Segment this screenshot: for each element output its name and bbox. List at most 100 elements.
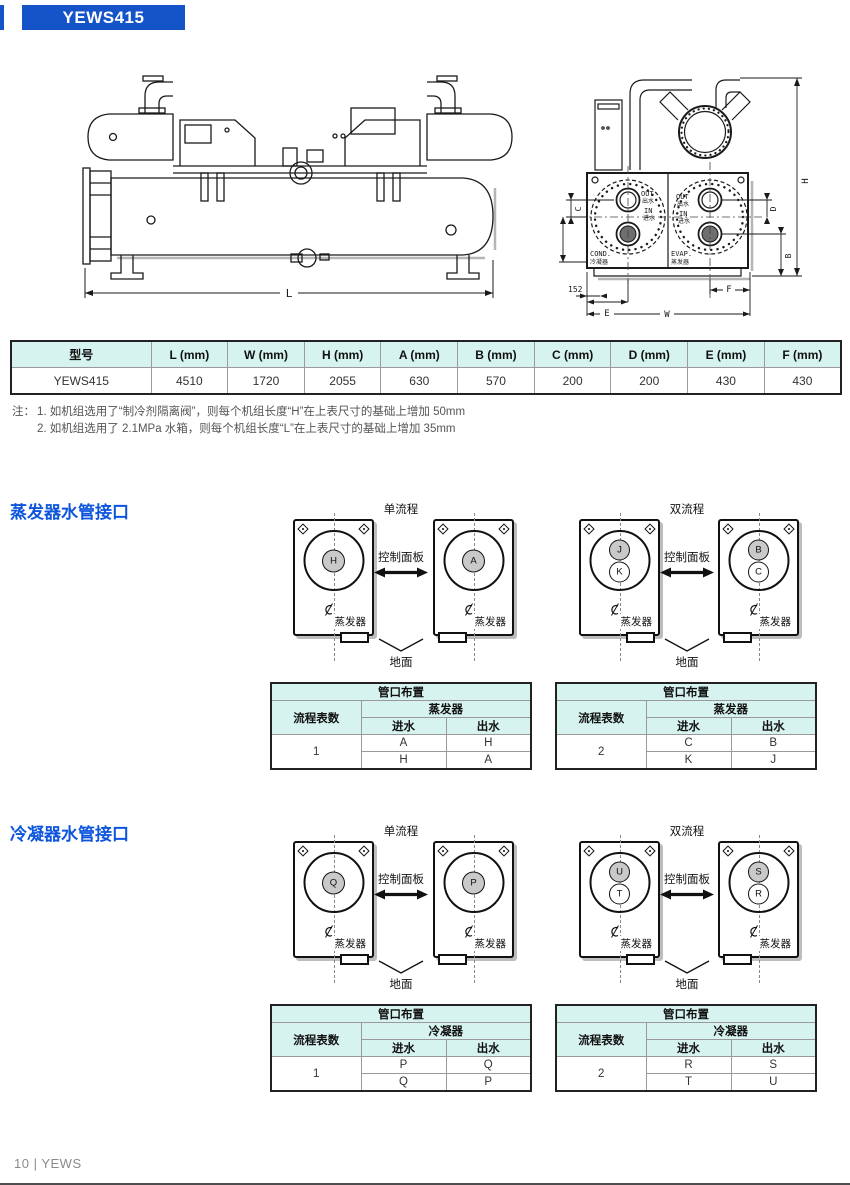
- corner-bolt-icon: [783, 523, 795, 535]
- corner-bolt-icon: [722, 523, 734, 535]
- flow-title-double: 双流程: [669, 504, 705, 516]
- ground-chevron-icon: [664, 960, 710, 980]
- tube-sheet-circle: B C: [728, 530, 789, 591]
- col-header-B: B (mm): [457, 340, 535, 368]
- vessel-label: 蒸发器: [758, 614, 792, 629]
- inlet-header: 进水: [645, 717, 732, 735]
- panel-foot: [723, 632, 752, 643]
- dim-label-W: W: [664, 310, 670, 320]
- col-header-model: 型号: [10, 340, 152, 368]
- control-panel-label: 控制面板: [378, 874, 424, 886]
- cell-A: 630: [380, 367, 459, 395]
- col-header-D: D (mm): [610, 340, 689, 368]
- ground-label: 地面: [389, 657, 413, 669]
- port-circle: Q: [322, 871, 345, 894]
- double-arrow-icon: [660, 566, 714, 584]
- centerline-symbol-icon: [324, 603, 333, 616]
- dim-label-F: F: [726, 285, 731, 295]
- evap-in-cn-label: 进水: [678, 217, 690, 225]
- table-title: 管口布置: [270, 1004, 532, 1023]
- cell: H: [445, 734, 532, 752]
- vessel-end-panel: A 蒸发器: [433, 513, 514, 661]
- cell: K: [645, 751, 732, 770]
- section-title-condenser: 冷凝器水管接口: [10, 825, 129, 844]
- control-panel-label: 控制面板: [664, 874, 710, 886]
- vessel-header: 蒸发器: [360, 700, 532, 718]
- pass-count-header: 流程表数: [270, 700, 362, 735]
- ground-label: 地面: [675, 979, 699, 991]
- corner-bolt-icon: [644, 845, 656, 857]
- centerline-symbol-icon: [464, 603, 473, 616]
- table-title: 管口布置: [555, 1004, 817, 1023]
- panel-foot: [626, 632, 655, 643]
- cell-L: 4510: [150, 367, 229, 395]
- cell-E: 430: [687, 367, 765, 395]
- note-line-2: 2. 如机组选用了 2.1MPa 水箱，则每个机组长度“L”在上表尺寸的基础上增…: [37, 423, 456, 435]
- panel-foot: [626, 954, 655, 965]
- tube-sheet-circle: H: [303, 530, 364, 591]
- note-line-1: 1. 如机组选用了“制冷剂隔离阀”，则每个机组长度“H”在上表尺寸的基础上增加 …: [37, 406, 466, 418]
- dim-label-L: L: [286, 287, 293, 300]
- flow-title-single: 单流程: [383, 504, 419, 516]
- evap-out-cn-label: 出水: [677, 200, 689, 208]
- cell: S: [730, 1056, 817, 1074]
- cell: A: [445, 751, 532, 770]
- pass-count: 2: [555, 734, 647, 770]
- col-header-L: L (mm): [150, 340, 229, 368]
- cell: H: [360, 751, 447, 770]
- cell-D: 200: [610, 367, 689, 395]
- inlet-header: 进水: [360, 717, 447, 735]
- port-circle: B: [748, 539, 769, 560]
- vessel-label: 蒸发器: [619, 614, 653, 629]
- table-title: 管口布置: [555, 682, 817, 701]
- vessel-end-panel: H 蒸发器: [293, 513, 374, 661]
- page-footer: 10 | YEWS: [14, 1156, 82, 1171]
- evap-in-label: IN: [679, 210, 687, 218]
- cell-H: 2055: [303, 367, 382, 395]
- port-circle: R: [748, 883, 769, 904]
- centerline-symbol-icon: [610, 603, 619, 616]
- chiller-end-view-drawing: OUT 出水 IN 进水 OUT 出水 IN 进水 COND. 冷凝器 EVAP…: [556, 77, 811, 320]
- notes: 注： 1. 如机组选用了“制冷剂隔离阀”，则每个机组长度“H”在上表尺寸的基础上…: [12, 404, 465, 438]
- flow-title-double: 双流程: [669, 826, 705, 838]
- pass-count: 1: [270, 734, 362, 770]
- corner-bolt-icon: [583, 523, 595, 535]
- pipe-layout-table-single: 管口布置 流程表数 蒸发器 进水 出水 1 A H H A: [270, 682, 532, 770]
- pipe-layout-table-double: 管口布置 流程表数 蒸发器 进水 出水 2 C B K J: [555, 682, 817, 770]
- cell-F: 430: [763, 367, 842, 395]
- vessel-end-panel: U T 蒸发器: [579, 835, 660, 983]
- corner-bolt-icon: [358, 845, 370, 857]
- tube-sheet-circle: U T: [589, 852, 650, 913]
- dimensions-table-data-row: YEWS415 4510 1720 2055 630 570 200 200 4…: [10, 367, 842, 395]
- header-edge-mark: [0, 5, 4, 30]
- port-circle: U: [609, 861, 630, 882]
- centerline-symbol-icon: [464, 925, 473, 938]
- corner-bolt-icon: [498, 523, 510, 535]
- pass-count-header: 流程表数: [270, 1022, 362, 1057]
- cond-out-label: OUT: [641, 190, 654, 198]
- ground-label: 地面: [675, 657, 699, 669]
- evap-abbrev-label: EVAP.: [671, 250, 692, 258]
- vessel-end-panel: B C 蒸发器: [718, 513, 799, 661]
- dimensions-table-header-row: 型号 L (mm) W (mm) H (mm) A (mm) B (mm) C …: [10, 340, 842, 368]
- outlet-header: 出水: [730, 1039, 817, 1057]
- vessel-end-panel: Q 蒸发器: [293, 835, 374, 983]
- col-header-E: E (mm): [687, 340, 765, 368]
- chiller-side-view-drawing: L: [82, 75, 513, 300]
- cell-model: YEWS415: [10, 367, 152, 395]
- control-panel-label: 控制面板: [378, 552, 424, 564]
- vessel-label: 蒸发器: [333, 614, 367, 629]
- cell: Q: [360, 1073, 447, 1092]
- vessel-end-panel: S R 蒸发器: [718, 835, 799, 983]
- corner-bolt-icon: [297, 523, 309, 535]
- corner-bolt-icon: [437, 523, 449, 535]
- cell: U: [730, 1073, 817, 1092]
- cell: P: [360, 1056, 447, 1074]
- corner-bolt-icon: [297, 845, 309, 857]
- evaporator-connections-section: 蒸发器水管接口 单流程 H 蒸发器 控制面板 A: [0, 495, 850, 795]
- vessel-label: 蒸发器: [473, 936, 507, 951]
- cell: T: [645, 1073, 732, 1092]
- cell-C: 200: [533, 367, 612, 395]
- panel-foot: [340, 632, 369, 643]
